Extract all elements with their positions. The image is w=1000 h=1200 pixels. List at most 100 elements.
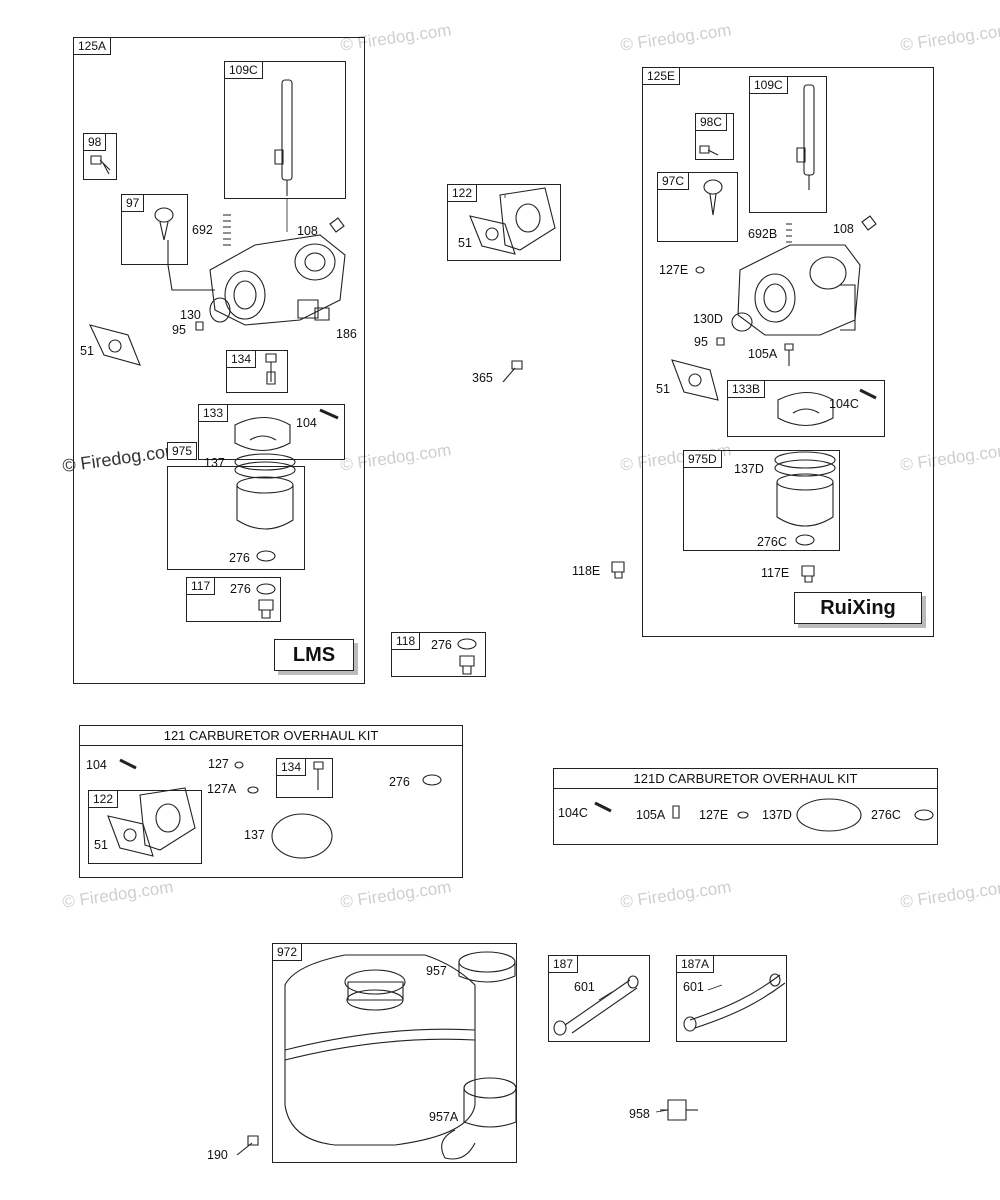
part-label[interactable]: 104	[86, 758, 107, 772]
ref-tag-187a[interactable]: 187A	[676, 955, 715, 973]
part-label[interactable]: 51	[656, 382, 670, 396]
part-label[interactable]: 137D	[734, 462, 764, 476]
ref-tag-117[interactable]: 117	[186, 577, 216, 595]
part-label[interactable]: 137D	[762, 808, 792, 822]
clip-icon	[330, 218, 344, 232]
ref-tag-972[interactable]: 972	[272, 943, 303, 961]
part-label[interactable]: 276C	[757, 535, 787, 549]
bolt-icon	[503, 361, 522, 382]
part-label[interactable]: 51	[80, 344, 94, 358]
part-label[interactable]: 104C	[829, 397, 859, 411]
ref-tag-134[interactable]: 134	[276, 758, 307, 776]
part-label[interactable]: 95	[172, 323, 186, 337]
part-label[interactable]: 957A	[429, 1110, 459, 1124]
box-187	[548, 955, 650, 1042]
part-label[interactable]: 190	[207, 1148, 228, 1162]
part-label[interactable]: 365	[472, 371, 493, 385]
spacer-icon	[108, 788, 195, 856]
fuel-cap-icon	[442, 1078, 516, 1159]
part-label[interactable]: 692B	[748, 227, 778, 241]
part-label[interactable]: 137	[204, 456, 225, 470]
ref-tag-133[interactable]: 133	[198, 404, 229, 422]
box-122-kit	[88, 790, 202, 864]
ref-tag-134[interactable]: 134	[226, 350, 257, 368]
part-label[interactable]: 51	[458, 236, 472, 250]
part-label[interactable]: 137	[244, 828, 265, 842]
gasket-icon	[672, 360, 718, 400]
box-133	[198, 404, 345, 460]
part-label[interactable]: 127	[208, 757, 229, 771]
pin-icon	[120, 760, 136, 768]
box-134	[226, 350, 288, 393]
part-label[interactable]: 130	[180, 308, 201, 322]
part-label[interactable]: 108	[297, 224, 318, 238]
part-label[interactable]: 276	[229, 551, 250, 565]
part-label[interactable]: 104C	[558, 806, 588, 820]
ref-tag-109c[interactable]: 109C	[224, 61, 263, 79]
part-label[interactable]: 601	[683, 980, 704, 994]
part-label[interactable]: 127A	[207, 782, 237, 796]
part-label[interactable]: 276	[431, 638, 452, 652]
part-label[interactable]: 104	[296, 416, 317, 430]
bowl-nut-icon	[259, 600, 273, 618]
o-ring-icon	[797, 799, 861, 831]
o-ring-icon	[738, 812, 748, 818]
clip-icon	[862, 216, 876, 230]
ref-tag-122[interactable]: 122	[88, 790, 119, 808]
ref-tag-97c[interactable]: 97C	[657, 172, 690, 190]
part-label[interactable]: 117E	[761, 566, 790, 580]
ref-tag-125a[interactable]: 125A	[73, 37, 112, 55]
part-label[interactable]: 95	[694, 335, 708, 349]
ref-tag-109c[interactable]: 109C	[749, 76, 788, 94]
kit-121-title-bar	[79, 725, 463, 746]
box-975d	[683, 450, 840, 551]
part-label[interactable]: 130D	[693, 312, 723, 326]
needle-valve-icon	[266, 354, 276, 384]
part-label[interactable]: 105A	[748, 347, 778, 361]
o-ring-icon	[796, 535, 814, 545]
part-label[interactable]: 958	[629, 1107, 650, 1121]
part-label[interactable]: 957	[426, 964, 447, 978]
o-ring-icon	[235, 762, 243, 768]
ref-tag-98[interactable]: 98	[83, 133, 107, 151]
o-ring-icon	[257, 584, 275, 594]
screw-icon	[196, 322, 203, 330]
ref-tag-118[interactable]: 118	[391, 632, 421, 650]
fuel-cap-icon	[459, 952, 515, 982]
box-109c-right	[749, 76, 827, 213]
bolt-icon	[237, 1136, 258, 1155]
part-label[interactable]: 601	[574, 980, 595, 994]
part-label[interactable]: 127E	[659, 263, 689, 277]
box-972	[272, 943, 517, 1163]
bowl-nut-icon	[460, 656, 474, 674]
part-label[interactable]: 127E	[699, 808, 729, 822]
o-ring-icon	[458, 639, 476, 649]
kit-title: 121 CARBURETOR OVERHAUL KIT	[163, 728, 379, 743]
part-label[interactable]: 276C	[871, 808, 901, 822]
kit-121d-title-bar	[553, 768, 938, 789]
part-label[interactable]: 186	[336, 327, 357, 341]
part-label[interactable]: 105A	[636, 808, 666, 822]
ref-tag-133b[interactable]: 133B	[727, 380, 766, 398]
part-label[interactable]: 276	[389, 775, 410, 789]
ref-tag-122[interactable]: 122	[447, 184, 478, 202]
ref-tag-125e[interactable]: 125E	[642, 67, 681, 85]
part-label[interactable]: 51	[94, 838, 108, 852]
part-label[interactable]: 108	[833, 222, 854, 236]
assembly-125a-frame	[73, 37, 365, 684]
ref-tag-975d[interactable]: 975D	[683, 450, 722, 468]
screw-icon	[717, 338, 724, 345]
ref-tag-97[interactable]: 97	[121, 194, 145, 212]
pin-icon	[595, 803, 611, 811]
o-ring-icon	[248, 787, 258, 793]
o-ring-icon	[272, 814, 332, 858]
bowl-nut-icon	[612, 562, 624, 578]
part-label[interactable]: 692	[192, 223, 213, 237]
fuel-bowl-icon	[235, 454, 295, 529]
part-label[interactable]: 118E	[572, 564, 601, 578]
ref-tag-98c[interactable]: 98C	[695, 113, 728, 131]
ref-tag-187[interactable]: 187	[548, 955, 579, 973]
ref-tag-975[interactable]: 975	[167, 442, 198, 460]
part-label[interactable]: 276	[230, 582, 251, 596]
